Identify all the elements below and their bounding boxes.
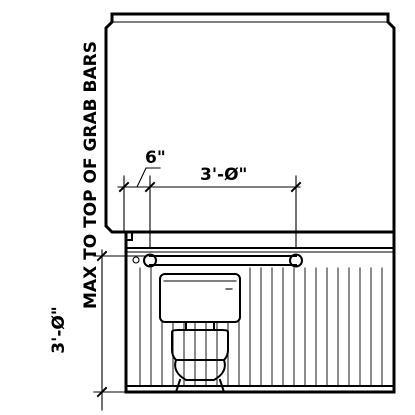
wainscot-panel bbox=[124, 230, 396, 394]
height-dimension-note: MAX TO TOP OF GRAB BARS bbox=[81, 41, 101, 309]
horizontal-dimensions: 6" 3'-Ø" bbox=[117, 148, 302, 249]
grab-bar bbox=[132, 253, 303, 268]
toilet bbox=[159, 273, 241, 393]
vertical-dimension: 3'-Ø" MAX TO TOP OF GRAB BARS bbox=[49, 41, 149, 411]
upper-wall-panel bbox=[104, 12, 396, 234]
offset-dimension-label: 6" bbox=[145, 148, 166, 168]
wainscot-battens bbox=[139, 267, 394, 387]
height-dimension-label: 3'-Ø" bbox=[49, 306, 69, 353]
grab-bar-length-label: 3'-Ø" bbox=[200, 165, 247, 185]
